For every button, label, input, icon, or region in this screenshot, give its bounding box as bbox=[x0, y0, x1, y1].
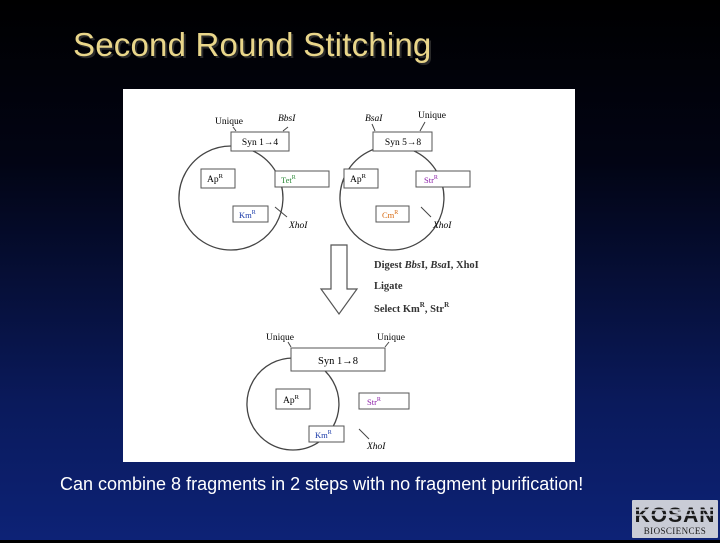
down-arrow bbox=[319, 244, 359, 316]
right-str-label: StrR bbox=[424, 175, 438, 185]
left-km-box bbox=[232, 205, 269, 223]
slide-caption: Can combine 8 fragments in 2 steps with … bbox=[60, 474, 584, 494]
right-xho-label: XhoI bbox=[432, 221, 452, 231]
result-unique-left: Unique bbox=[266, 333, 294, 343]
right-insert-label: Syn 5→8 bbox=[385, 138, 421, 148]
left-plasmid-ring bbox=[178, 145, 284, 251]
step-ligate: Ligate bbox=[374, 281, 403, 292]
left-km-label: KmR bbox=[239, 210, 256, 220]
result-ap-box bbox=[275, 388, 311, 410]
right-plasmid: BsaI Unique Syn 5→8 ApR StrR CmR XhoI bbox=[343, 111, 471, 231]
left-ap-label: ApR bbox=[207, 173, 224, 185]
left-xho-label: XhoI bbox=[288, 221, 308, 231]
result-plasmid-ring bbox=[246, 357, 340, 451]
right-plasmid-ring bbox=[339, 145, 445, 251]
left-site-label: BbsI bbox=[278, 114, 296, 124]
left-tet-label: TetR bbox=[281, 175, 296, 185]
left-ap-box bbox=[200, 168, 236, 189]
left-insert-label: Syn 1→4 bbox=[242, 138, 278, 148]
result-insert-box bbox=[290, 347, 386, 372]
step-select: Select KmR, StrR bbox=[374, 301, 450, 315]
right-insert-box bbox=[372, 131, 433, 152]
right-ap-box bbox=[343, 168, 379, 189]
result-str-box bbox=[358, 392, 410, 410]
diagram-panel: Unique BbsI Syn 1→4 ApR TetR KmR XhoI Bs… bbox=[123, 89, 575, 462]
result-insert-label: Syn 1→8 bbox=[318, 356, 358, 367]
result-km-label: KmR bbox=[315, 430, 332, 440]
result-unique-right: Unique bbox=[377, 333, 405, 343]
right-str-box bbox=[415, 170, 471, 188]
left-tet-box bbox=[274, 170, 330, 188]
left-unique-label: Unique bbox=[215, 117, 243, 127]
steps-text: Digest BbsI, BsaI, XhoI Ligate Select Km… bbox=[374, 260, 479, 315]
left-plasmid: Unique BbsI Syn 1→4 ApR TetR KmR XhoI bbox=[200, 114, 330, 231]
right-cm-box bbox=[375, 205, 410, 223]
left-insert-box bbox=[230, 131, 290, 152]
right-ap-label: ApR bbox=[350, 173, 367, 185]
logo-sub: BIOSCIENCES bbox=[644, 526, 706, 536]
plasmid-diagram: Unique BbsI Syn 1→4 ApR TetR KmR XhoI Bs… bbox=[178, 111, 479, 452]
kosan-logo: KOSAN BIOSCIENCES bbox=[632, 500, 718, 538]
slide-title: Second Round Stitching bbox=[73, 26, 432, 63]
right-site-label: BsaI bbox=[365, 114, 383, 124]
result-xho-label: XhoI bbox=[366, 442, 386, 452]
result-str-label: StrR bbox=[367, 397, 381, 407]
right-cm-label: CmR bbox=[382, 210, 398, 220]
step-digest: Digest BbsI, BsaI, XhoI bbox=[374, 260, 479, 271]
result-km-box bbox=[308, 425, 345, 443]
result-ap-label: ApR bbox=[283, 394, 300, 406]
kosan-logo-mark: KOSAN BIOSCIENCES bbox=[632, 500, 718, 538]
right-unique-label: Unique bbox=[418, 111, 446, 121]
result-plasmid: Unique Unique Syn 1→8 ApR StrR KmR XhoI bbox=[266, 333, 410, 452]
